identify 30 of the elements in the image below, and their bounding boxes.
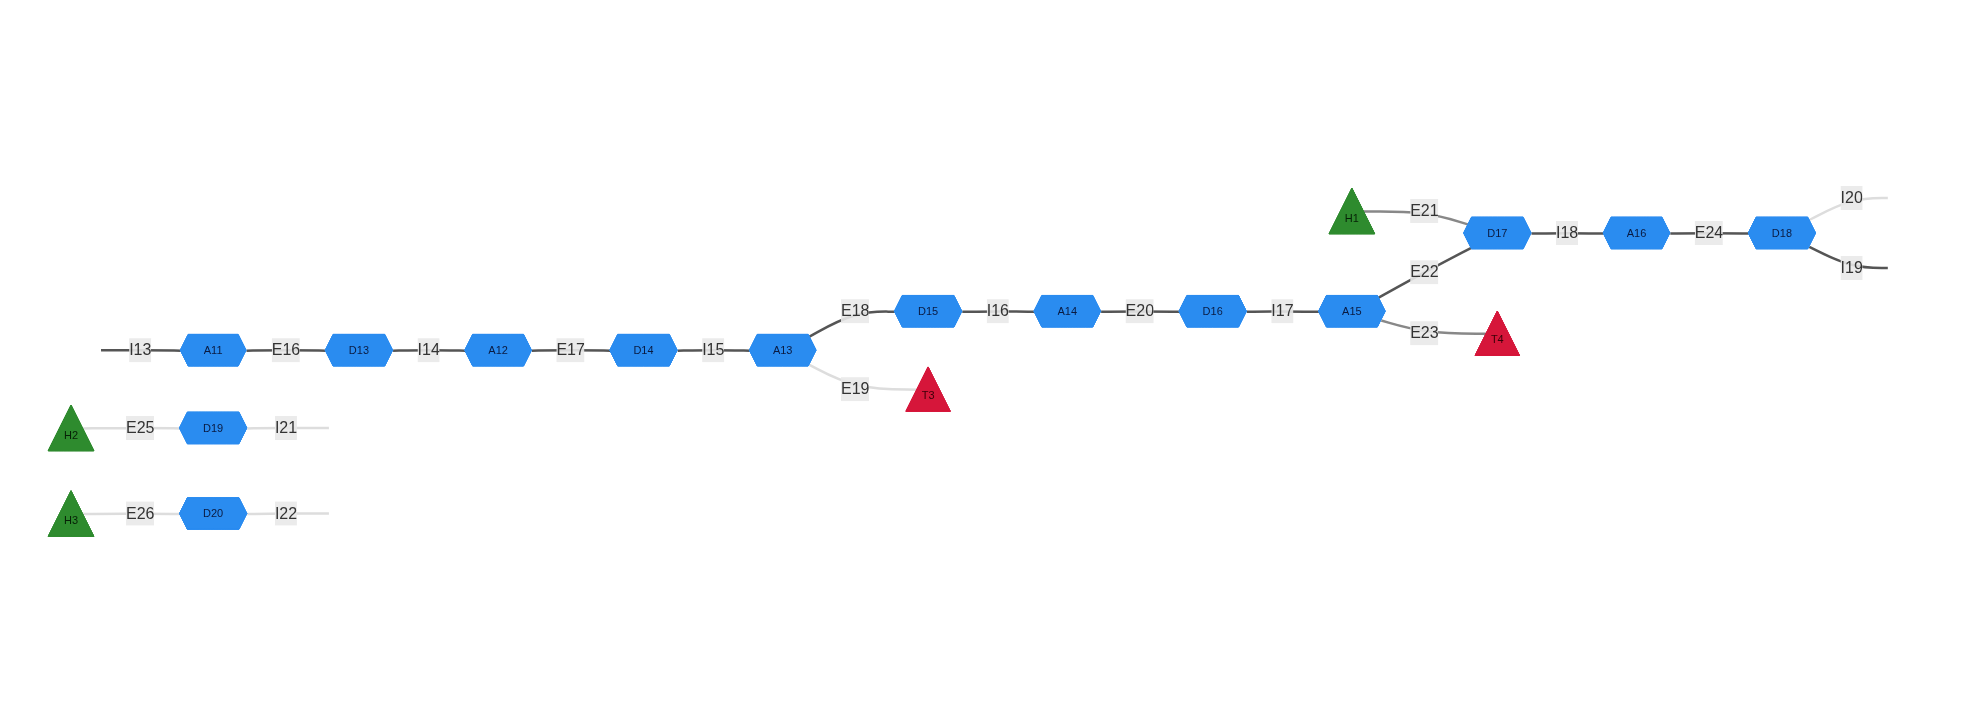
connector bbox=[392, 348, 465, 352]
edge-label: E18 bbox=[840, 302, 870, 320]
edge-label: I13 bbox=[128, 341, 151, 359]
edge-label: E21 bbox=[1409, 201, 1439, 219]
edge-label: E17 bbox=[555, 341, 585, 359]
edge-label: E22 bbox=[1409, 263, 1439, 281]
connector bbox=[1377, 246, 1472, 299]
edge-label: I19 bbox=[1840, 258, 1863, 276]
edge-label: E24 bbox=[1694, 223, 1723, 241]
connector bbox=[100, 348, 181, 352]
edge-label: E16 bbox=[271, 341, 300, 359]
edge-label: E20 bbox=[1125, 302, 1154, 320]
connector bbox=[1246, 310, 1319, 313]
edge-label: I14 bbox=[417, 341, 440, 359]
connector bbox=[246, 512, 329, 516]
edge-label: E26 bbox=[125, 504, 155, 522]
edge-label: E19 bbox=[840, 379, 870, 397]
connector bbox=[677, 348, 750, 352]
edge-label: I20 bbox=[1840, 188, 1863, 206]
connector bbox=[961, 310, 1035, 313]
connector bbox=[246, 426, 329, 430]
edge-label: E25 bbox=[125, 418, 155, 436]
edge-label: E23 bbox=[1409, 324, 1439, 342]
edge-label: I21 bbox=[274, 418, 297, 436]
connector bbox=[1531, 231, 1604, 235]
edge-label: I18 bbox=[1555, 223, 1578, 241]
edge-label: I22 bbox=[274, 504, 297, 522]
edge-label: I16 bbox=[986, 302, 1009, 320]
edge-label: I15 bbox=[701, 341, 724, 359]
edge-label: I17 bbox=[1270, 302, 1294, 320]
